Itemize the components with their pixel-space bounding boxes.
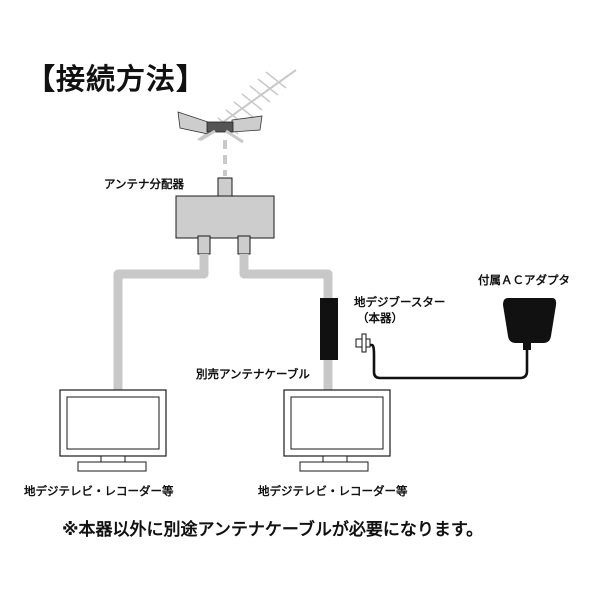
tv-right-label: 地デジテレビ・レコーダー等 xyxy=(258,484,408,498)
adapter-label: 付属ＡＣアダプタ xyxy=(478,273,570,287)
tv-left xyxy=(59,389,167,472)
adapter-cord xyxy=(370,343,529,380)
tv-right xyxy=(283,389,391,472)
booster-sub-label: （本器） xyxy=(357,311,403,325)
cable-label: 別売アンテナケーブル xyxy=(196,367,310,381)
page-title: 【接続方法】 xyxy=(26,62,207,96)
coax-cables xyxy=(113,254,333,392)
tv-left-label: 地デジテレビ・レコーダー等 xyxy=(24,484,174,498)
ac-adapter-icon xyxy=(503,298,557,350)
antenna-splitter xyxy=(175,177,275,255)
booster-label: 地デジブースター xyxy=(354,295,446,309)
antenna-icon xyxy=(177,69,297,176)
digital-booster xyxy=(320,298,371,360)
splitter-label: アンテナ分配器 xyxy=(104,177,185,191)
cable-note: ※本器以外に別途アンテナケーブルが必要になります。 xyxy=(62,520,484,540)
